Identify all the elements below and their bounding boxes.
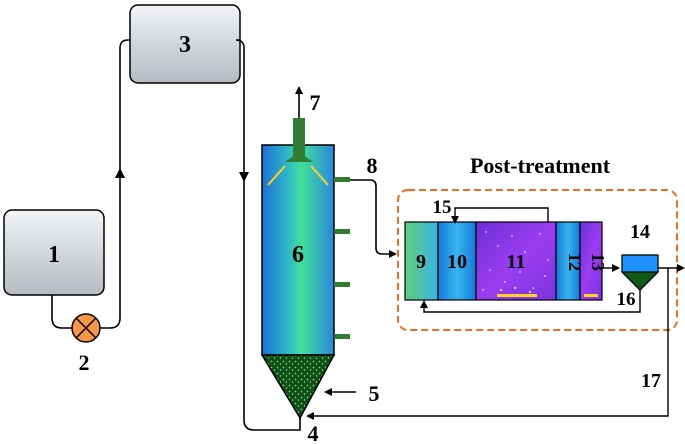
storage-tank: 3 <box>129 4 241 84</box>
recirculation-line-15 <box>451 207 549 224</box>
effluent-pipe <box>350 179 397 258</box>
post-treatment-title: Post-treatment <box>470 153 611 178</box>
recycle-line-17 <box>306 268 669 420</box>
flow-arrow-down-icon <box>239 172 249 182</box>
aerator-bar-small <box>584 294 598 297</box>
label-6: 6 <box>292 242 304 268</box>
label-8: 8 <box>367 153 378 178</box>
sampling-port-1 <box>334 229 350 234</box>
sludge-return-line-16 <box>420 290 641 313</box>
label-9: 9 <box>416 251 426 273</box>
label-13: 13 <box>588 253 608 271</box>
sampling-port-2 <box>334 282 350 287</box>
sampling-port-3 <box>334 334 350 339</box>
aeration-bubbles <box>482 231 549 294</box>
pump-cross-icon <box>75 317 97 339</box>
compartment-11 <box>475 221 557 301</box>
post-treatment-box <box>397 189 678 331</box>
label-14: 14 <box>630 221 650 243</box>
gas-separator-left <box>267 165 286 186</box>
sludge-bed <box>260 354 336 420</box>
label-2: 2 <box>79 350 90 375</box>
label-15: 15 <box>433 197 452 218</box>
label-1: 1 <box>48 242 60 268</box>
compartment-13 <box>579 221 603 301</box>
gas-hood <box>285 152 313 162</box>
label-17: 17 <box>641 370 661 392</box>
outlet-port <box>334 177 350 182</box>
reactor: 6 <box>260 118 350 420</box>
compartment-10 <box>437 221 477 301</box>
aerator-bar <box>497 294 537 297</box>
feed-pipe <box>51 39 301 431</box>
label-11: 11 <box>507 251 526 273</box>
settler-sludge <box>620 271 660 291</box>
gas-separator-right <box>310 165 329 186</box>
gas-outlet <box>293 118 305 156</box>
label-3: 3 <box>179 32 191 58</box>
label-5: 5 <box>369 381 380 406</box>
label-16: 16 <box>617 289 636 310</box>
label-4: 4 <box>308 421 319 444</box>
label-10: 10 <box>447 251 467 273</box>
settler <box>620 254 660 291</box>
flow-arrow-up-icon <box>115 168 125 178</box>
label-7: 7 <box>310 90 321 115</box>
pump: 2 <box>71 313 101 375</box>
compartment-9 <box>404 221 439 301</box>
feed-tank: 1 <box>3 209 105 296</box>
